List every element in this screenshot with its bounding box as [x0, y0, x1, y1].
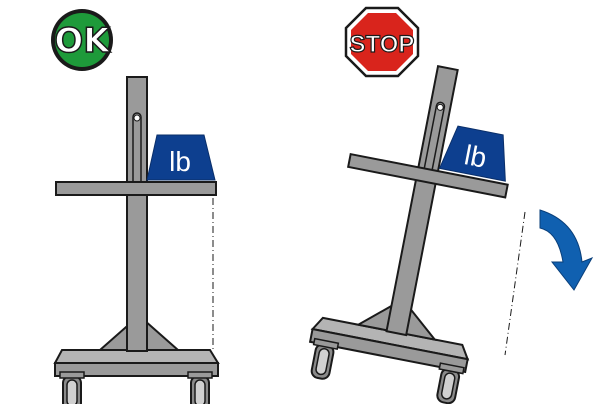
- ok-badge-text: OK: [54, 21, 111, 61]
- caster-wheel-right-front: [306, 337, 340, 382]
- caster-wheel-right-rear: [432, 362, 465, 404]
- caster-wheel-left-rear: [187, 371, 213, 404]
- gravity-line-right: [504, 211, 526, 356]
- ok-badge: OK: [51, 9, 113, 71]
- stop-badge-fill: [351, 13, 413, 71]
- stop-badge-text: STOP: [350, 31, 415, 58]
- stop-badge: STOP: [344, 6, 420, 78]
- cart-shelf-right: [346, 152, 509, 199]
- weight-block-right: lb: [438, 125, 506, 182]
- tip-over-arrow-icon: [539, 209, 594, 291]
- cart-base-left: [53, 319, 220, 377]
- stop-panel: STOP lb: [306, 6, 594, 404]
- ok-panel: OK lb: [51, 9, 220, 404]
- ok-badge-fill: [55, 13, 109, 67]
- weight-label-left: lb: [169, 146, 191, 177]
- cart-column-right: [385, 65, 459, 337]
- tilted-cart: lb: [306, 65, 509, 404]
- cart-column-left: [126, 76, 148, 352]
- cart-shelf-left: [55, 181, 217, 196]
- weight-block-left: lb: [146, 134, 216, 181]
- caster-wheel-left-front: [59, 371, 85, 404]
